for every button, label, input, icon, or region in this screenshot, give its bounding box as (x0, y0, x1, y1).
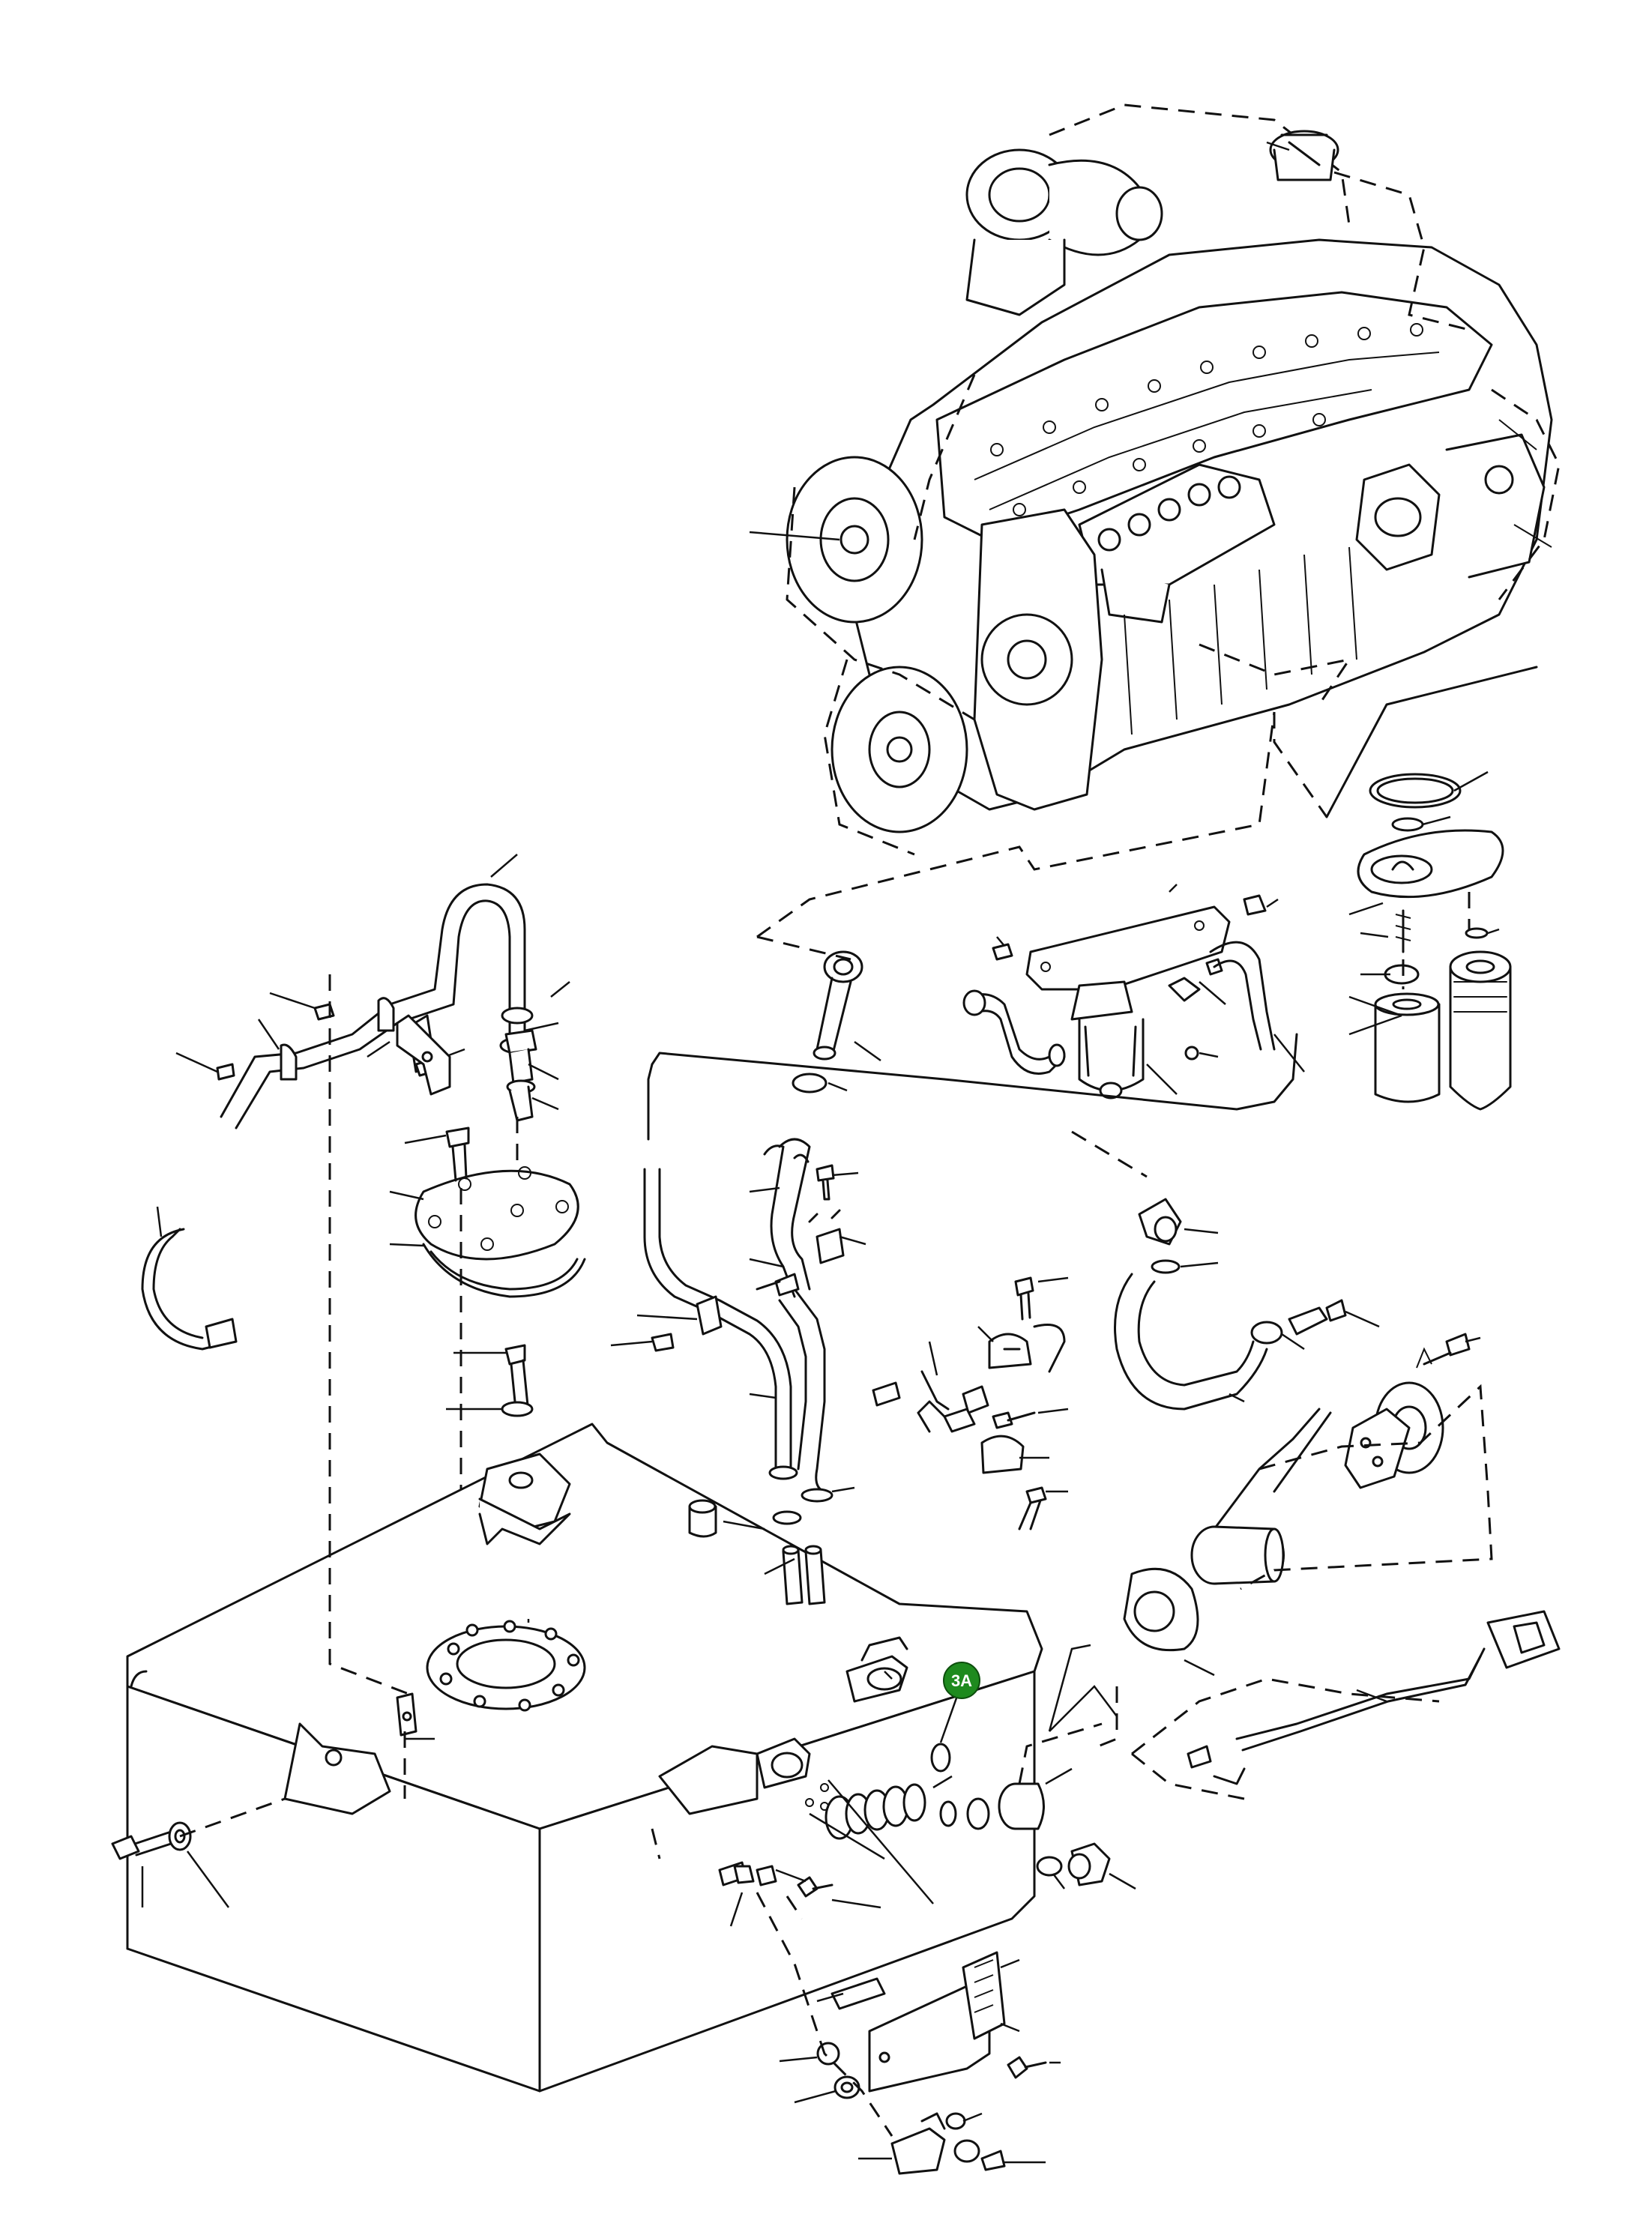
filler-pipes (610, 1073, 866, 1503)
drain-parts (718, 1861, 1061, 2175)
callout-3a-label: 3A (951, 1671, 972, 1690)
fuel-sender-flange (389, 981, 586, 1604)
mounting-bolt (111, 1797, 286, 1908)
water-separator-assembly (756, 711, 1305, 1100)
vent-hose-assembly (175, 854, 535, 1129)
callout-3a-badge[interactable] (943, 1662, 980, 1699)
fuel-tank (126, 974, 1136, 2093)
fuel-line (647, 1033, 1298, 1178)
level-sender-assembly (1123, 1333, 1561, 1800)
mounting-bracket (396, 1014, 451, 1096)
return-hose (1114, 1198, 1380, 1411)
tank-strap (141, 1206, 238, 1351)
fuel-filter-assembly (1273, 666, 1538, 1111)
engine-assembly (749, 103, 1561, 856)
clamp-parts (872, 1276, 1069, 1530)
callout-3a[interactable]: 3A (930, 1662, 980, 1773)
